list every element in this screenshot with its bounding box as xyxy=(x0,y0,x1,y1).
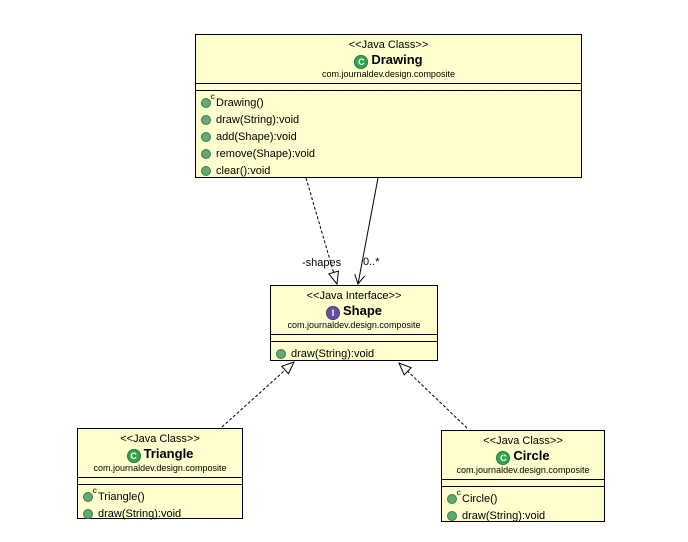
constructor-icon: c xyxy=(201,92,215,108)
class-icon-letter: C xyxy=(500,453,507,463)
stereotype-label: <<Java Interface>> xyxy=(306,290,402,302)
method-row: draw(String):void xyxy=(276,345,435,362)
method-label: remove(Shape):void xyxy=(216,147,316,160)
public-method-icon xyxy=(201,148,211,159)
method-label: draw(String):void xyxy=(216,113,300,126)
public-method-icon xyxy=(447,510,457,521)
public-method-icon xyxy=(201,131,211,142)
method-row: c Triangle() xyxy=(83,486,240,505)
interface-box-shape[interactable]: <<Java Interface>> I Shape com.journaldev… xyxy=(270,285,438,361)
class-box-circle[interactable]: <<Java Class>> C Circle com.journaldev.de… xyxy=(441,430,605,522)
class-header: <<Java Class>> C Triangle com.journaldev.… xyxy=(78,429,242,478)
class-name-row: I Shape xyxy=(271,303,437,320)
fields-compartment xyxy=(78,478,242,485)
class-name-row: C Triangle xyxy=(78,446,242,463)
constructor-badge: c xyxy=(92,485,97,495)
class-name: Triangle xyxy=(143,446,194,461)
constructor-icon: c xyxy=(447,488,461,504)
realization-arrow-drawing-shape xyxy=(305,177,337,284)
package-label: com.journaldev.design.composite xyxy=(456,465,590,475)
method-label: add(Shape):void xyxy=(216,130,297,143)
public-method-icon xyxy=(83,508,93,519)
fields-compartment xyxy=(442,480,604,487)
method-row: c Drawing() xyxy=(201,92,579,111)
interface-icon-letter: I xyxy=(331,308,335,318)
class-icon-letter: C xyxy=(130,451,137,461)
class-header: <<Java Class>> C Circle com.journaldev.de… xyxy=(442,431,604,480)
class-box-drawing[interactable]: <<Java Class>> C Drawing com.journaldev.d… xyxy=(195,34,582,178)
public-method-icon xyxy=(276,348,286,359)
methods-compartment: draw(String):void xyxy=(271,342,437,362)
class-header: <<Java Class>> C Drawing com.journaldev.d… xyxy=(196,35,581,84)
methods-compartment: c Drawing() draw(String):void add(Shape)… xyxy=(196,91,581,179)
method-label: draw(String):void xyxy=(462,509,546,522)
method-label: Drawing() xyxy=(216,96,264,109)
package-label: com.journaldev.design.composite xyxy=(93,463,227,473)
method-row: add(Shape):void xyxy=(201,128,579,145)
method-label: clear():void xyxy=(216,164,271,177)
constructor-icon: c xyxy=(83,486,97,502)
public-method-icon xyxy=(201,165,211,176)
method-row: c Circle() xyxy=(447,488,602,507)
association-name-label: -shapes xyxy=(302,257,342,269)
constructor-badge: c xyxy=(210,91,215,101)
interface-icon: I xyxy=(325,306,340,320)
realization-arrow-triangle-shape xyxy=(221,362,294,428)
methods-compartment: c Circle() draw(String):void xyxy=(442,487,604,524)
method-label: Triangle() xyxy=(98,490,145,503)
fields-compartment xyxy=(271,335,437,342)
class-header: <<Java Interface>> I Shape com.journaldev… xyxy=(271,286,437,335)
realization-arrow-circle-shape xyxy=(399,363,468,429)
method-row: remove(Shape):void xyxy=(201,145,579,162)
package-label: com.journaldev.design.composite xyxy=(322,69,455,79)
class-box-triangle[interactable]: <<Java Class>> C Triangle com.journaldev.… xyxy=(77,428,243,522)
fields-compartment xyxy=(196,84,581,91)
association-arrow-drawing-shape xyxy=(354,177,379,286)
method-row: draw(String):void xyxy=(447,507,602,524)
stereotype-label: <<Java Class>> xyxy=(348,39,429,51)
class-icon: C xyxy=(496,451,511,465)
class-icon-letter: C xyxy=(358,57,365,67)
class-name: Circle xyxy=(513,448,550,463)
class-name-row: C Drawing xyxy=(196,52,581,69)
public-method-icon xyxy=(201,114,211,125)
class-name-row: C Circle xyxy=(442,448,604,465)
method-label: draw(String):void xyxy=(98,507,182,520)
association-multiplicity-label: 0..* xyxy=(363,256,380,268)
class-icon: C xyxy=(354,55,369,69)
method-row: draw(String):void xyxy=(83,505,240,522)
class-name: Drawing xyxy=(371,52,423,67)
method-label: draw(String):void xyxy=(291,347,375,360)
stereotype-label: <<Java Class>> xyxy=(483,435,563,447)
methods-compartment: c Triangle() draw(String):void xyxy=(78,485,242,522)
class-icon: C xyxy=(126,449,141,463)
package-label: com.journaldev.design.composite xyxy=(287,320,421,330)
method-row: draw(String):void xyxy=(201,111,579,128)
method-label: Circle() xyxy=(462,492,498,505)
constructor-badge: c xyxy=(456,487,461,497)
class-name: Shape xyxy=(342,303,382,318)
method-row: clear():void xyxy=(201,162,579,179)
stereotype-label: <<Java Class>> xyxy=(120,433,200,445)
